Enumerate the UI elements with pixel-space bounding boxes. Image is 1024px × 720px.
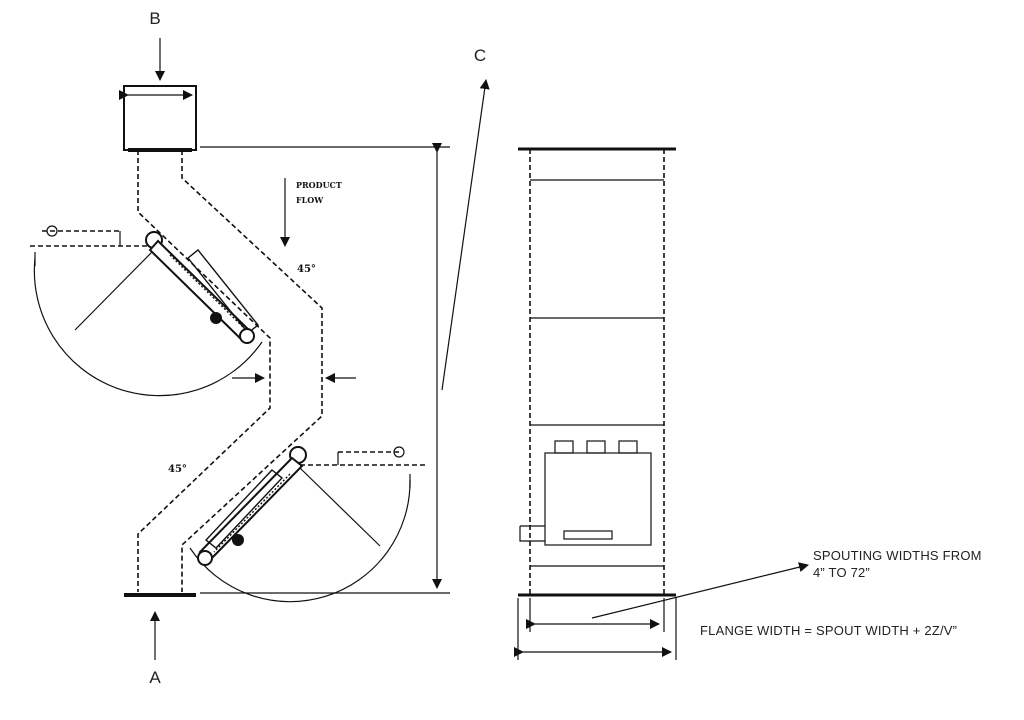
spout-right-wall bbox=[181, 150, 323, 592]
lower-gate-cylinder bbox=[198, 456, 304, 562]
lower-gate-angle-ray bbox=[299, 467, 381, 547]
lower-gate-assembly bbox=[189, 446, 425, 603]
upper-gate-angle-ray bbox=[74, 251, 153, 331]
upper-gate-swing-arc bbox=[33, 257, 263, 397]
front-view bbox=[514, 147, 809, 660]
label-b: B bbox=[149, 9, 160, 28]
lower-gate-pivot-icon bbox=[393, 446, 405, 458]
side-view: B A PRODUCT FLOW 45° 45° bbox=[30, 9, 490, 687]
angle-label-upper: 45° bbox=[297, 264, 316, 275]
spout-left-wall bbox=[137, 150, 271, 592]
note-spouting-widths-1: SPOUTING WIDTHS FROM bbox=[813, 548, 982, 563]
label-c: C bbox=[474, 46, 486, 65]
arrow-c bbox=[441, 79, 490, 391]
front-gate-panel bbox=[519, 440, 652, 546]
spouting-width-leader bbox=[591, 562, 809, 619]
lower-gate-swing-arc bbox=[189, 479, 411, 603]
note-spouting-widths-2: 4” TO 72” bbox=[813, 565, 870, 580]
angle-label-lower: 45° bbox=[168, 464, 187, 475]
label-a: A bbox=[149, 668, 161, 687]
note-flange-width: FLANGE WIDTH = SPOUT WIDTH + 2Z/V” bbox=[700, 623, 957, 638]
front-gate-plate bbox=[544, 452, 652, 546]
front-gate-handle bbox=[563, 530, 613, 540]
upper-gate-assembly bbox=[30, 225, 263, 397]
upper-gate-cylinder bbox=[148, 239, 254, 344]
product-flow-label-2: FLOW bbox=[296, 195, 324, 205]
upper-gate-pivot-icon bbox=[46, 225, 58, 237]
product-flow-label-1: PRODUCT bbox=[296, 180, 342, 190]
